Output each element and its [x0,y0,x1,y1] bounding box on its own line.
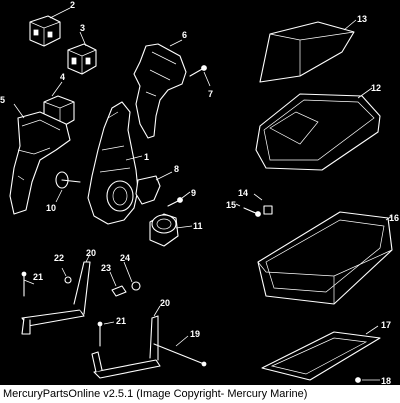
callout-12: 12 [371,83,381,93]
part-11-collar [149,213,193,247]
callout-24: 24 [120,253,130,263]
callout-20-lower: 20 [160,298,170,308]
callout-20-upper: 20 [86,248,96,258]
callout-13: 13 [357,14,367,24]
part-22-washer [61,267,72,284]
callout-9: 9 [191,188,196,198]
callout-5: 5 [0,95,5,105]
part-20-bracket-lower [91,305,161,379]
callout-4: 4 [60,72,65,82]
part-12-cover [255,87,381,171]
callout-10: 10 [46,203,56,213]
callout-15: 15 [226,200,236,210]
callout-8: 8 [174,164,179,174]
part-1-housing [87,101,143,225]
callout-17: 17 [381,320,391,330]
part-5-handle [9,103,71,215]
callout-14: 14 [238,188,248,198]
part-21-bolt-lower [97,321,115,347]
part-2-connector [29,7,71,47]
part-20-bracket-upper [21,253,91,335]
part-3-connector [67,31,97,75]
part-17-gasket [261,325,381,381]
part-10-shaft [55,171,81,203]
part-14-clip [253,193,273,215]
part-6-lever [133,39,187,139]
part-7-screw [189,65,211,87]
part-21-bolt-upper [21,271,35,297]
exploded-parts-diagram: 2 3 4 5 6 7 1 8 9 10 11 13 12 14 15 16 2… [0,0,399,385]
copyright-caption: MercuryPartsOnline v2.5.1 (Image Copyrig… [0,385,400,403]
part-16-base [257,211,393,305]
callout-6: 6 [182,30,187,40]
callout-3: 3 [80,23,85,33]
part-18-fastener [355,377,380,383]
callout-23: 23 [101,263,111,273]
callout-2: 2 [70,0,75,10]
callout-19: 19 [190,329,200,339]
callout-16: 16 [389,213,399,223]
part-13-cover [259,19,357,83]
callout-11: 11 [193,221,203,231]
callout-7: 7 [208,89,213,99]
part-19-rod [153,335,207,367]
part-23-clip [109,271,127,297]
part-9-screw [167,191,191,207]
callout-22: 22 [54,253,64,263]
part-15-screw [235,203,261,217]
callout-21-upper: 21 [33,272,43,282]
part-8-plate [135,171,173,205]
callout-21-lower: 21 [116,316,126,326]
callout-18: 18 [381,376,391,385]
callout-1: 1 [144,152,149,162]
part-24-ring [123,261,141,291]
